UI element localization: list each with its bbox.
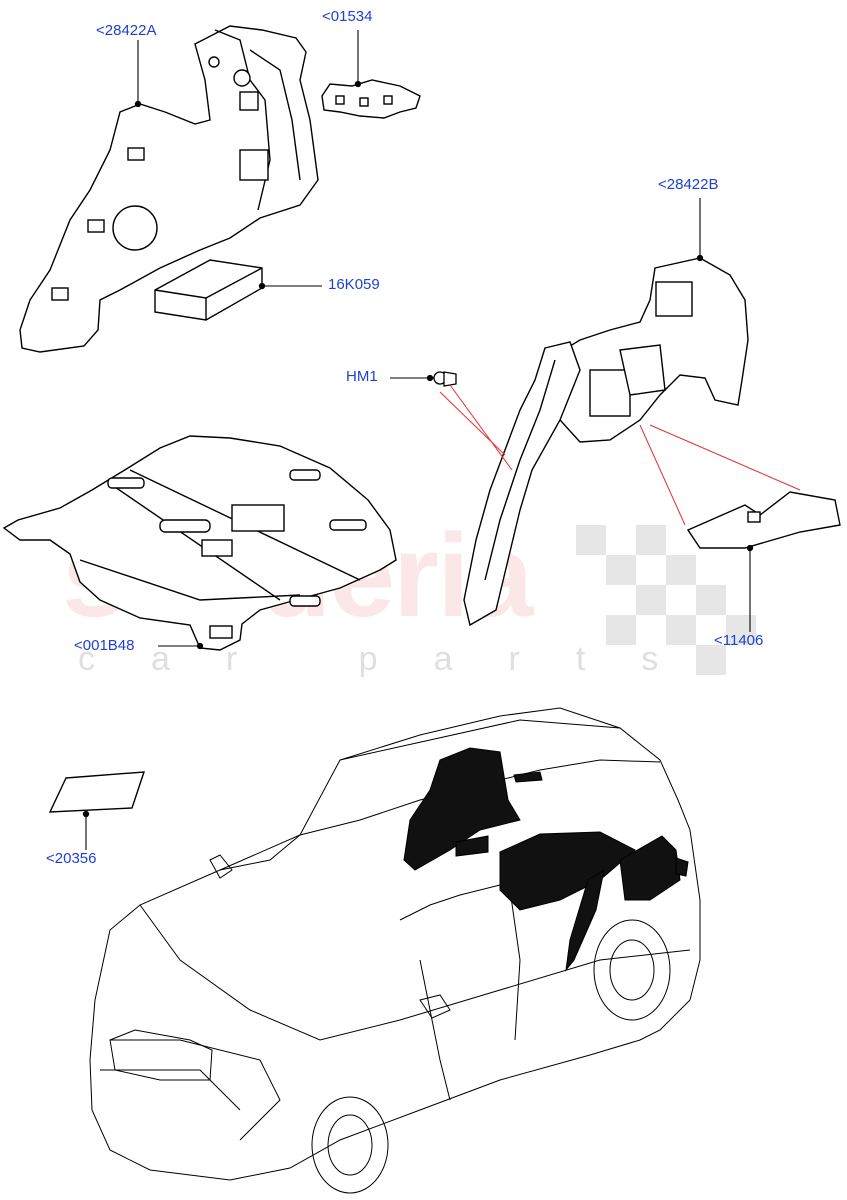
callout-28422B[interactable]: <28422B: [658, 176, 719, 193]
callout-01534[interactable]: <01534: [322, 8, 373, 25]
part-20356-sheet[interactable]: [48, 771, 145, 813]
callout-20356[interactable]: <20356: [46, 850, 97, 867]
callout-16K059[interactable]: 16K059: [328, 276, 380, 293]
callout-11406[interactable]: <11406: [714, 632, 764, 649]
callout-28422A[interactable]: <28422A: [96, 22, 157, 39]
part-01534-bracket[interactable]: [321, 79, 421, 119]
red-leader-lines: [439, 384, 801, 526]
part-11406-pad[interactable]: [686, 491, 841, 549]
pillar-trim[interactable]: [463, 341, 581, 627]
part-HM1-clip[interactable]: [428, 371, 457, 387]
callout-HM1[interactable]: HM1: [346, 368, 378, 385]
callout-001B48[interactable]: <001B48: [74, 637, 135, 654]
vehicle-trim-highlights: [403, 747, 689, 972]
callout-leaders: [82, 30, 754, 850]
vehicle-outline: [89, 707, 701, 1194]
part-001B48-floor-mat[interactable]: [2, 435, 397, 651]
part-16K059-block[interactable]: [154, 259, 263, 321]
part-28422B-trim[interactable]: [554, 257, 749, 443]
watermark-flag: [576, 525, 756, 675]
